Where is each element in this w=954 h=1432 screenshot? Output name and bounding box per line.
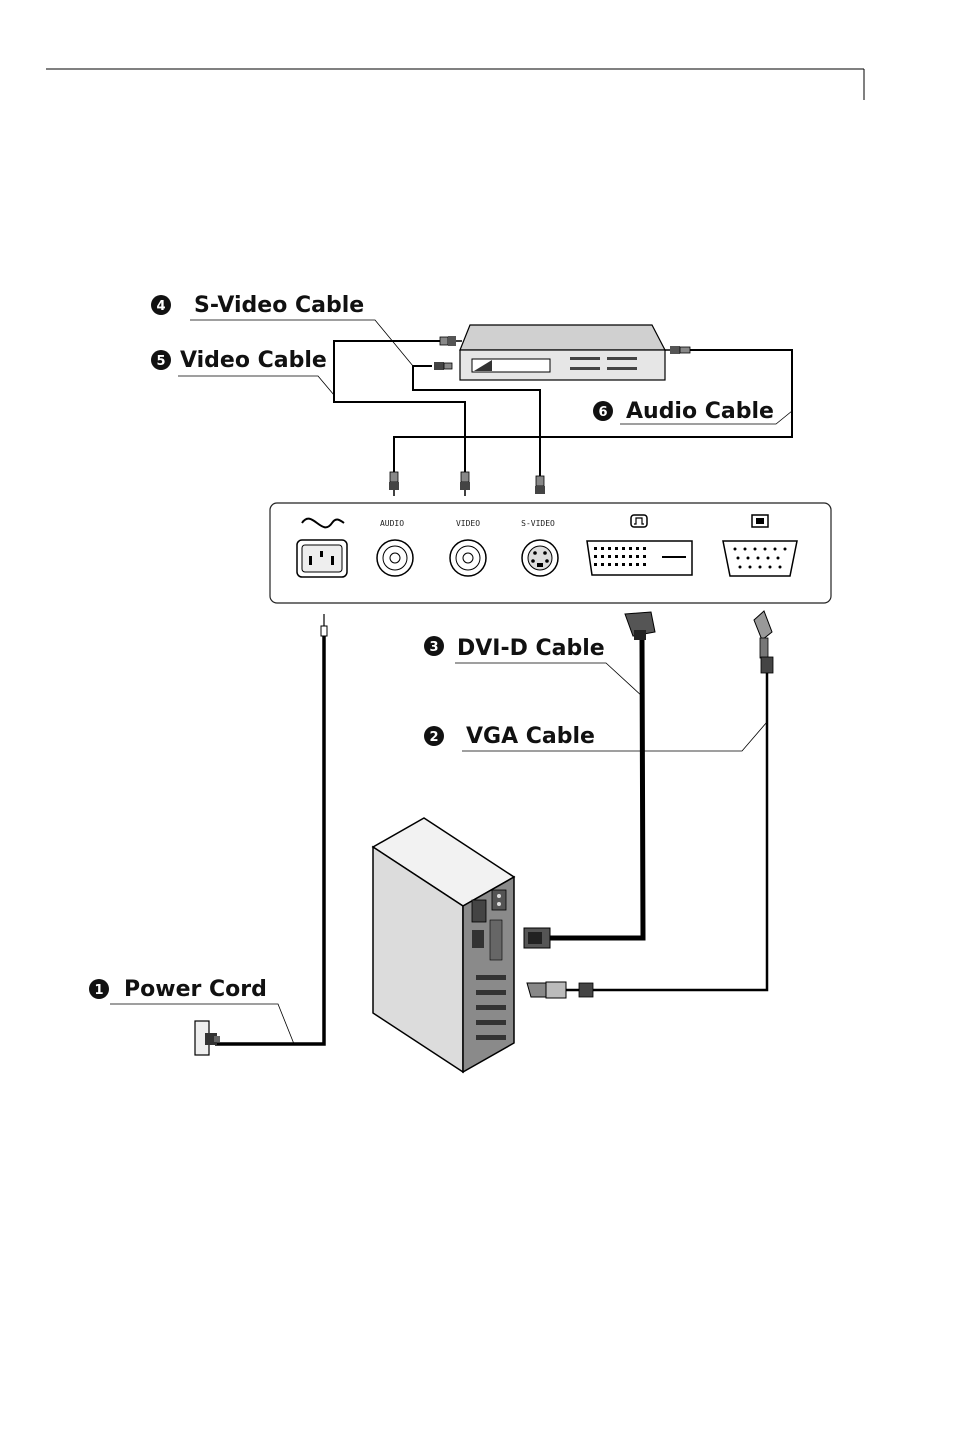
- dvi-port: [586, 514, 693, 576]
- vga-pins: [733, 547, 787, 569]
- ac-wave-icon: [301, 517, 345, 529]
- svideo-port-label: S-VIDEO: [521, 519, 555, 528]
- badge-5-number: 5: [156, 354, 165, 369]
- vga-port-icon: [751, 514, 769, 528]
- page-header-rule: [46, 68, 865, 100]
- badge-5: [151, 350, 171, 370]
- svideo-cable-label: S-Video Cable: [194, 293, 364, 318]
- vga-cable: [526, 610, 774, 999]
- badge-3-number: 3: [429, 640, 438, 655]
- video-cable-label: Video Cable: [180, 348, 327, 373]
- dvi-port-icon: [630, 514, 648, 528]
- dvi-cable-label: DVI-D Cable: [457, 636, 605, 661]
- wall-outlet: [194, 1020, 220, 1056]
- ac-power-socket: [296, 517, 348, 578]
- vga-cable-label: VGA Cable: [466, 724, 595, 749]
- audio-cable-label: Audio Cable: [626, 399, 774, 424]
- audio-cable: [389, 346, 793, 496]
- svideo-cable: [412, 362, 545, 494]
- svideo-port: S-VIDEO: [521, 519, 559, 577]
- video-cable: [333, 336, 470, 496]
- video-port-label: VIDEO: [456, 519, 480, 528]
- callout-video-cable: 5 Video Cable: [151, 348, 335, 396]
- callout-svideo-cable: 4 S-Video Cable: [151, 293, 414, 367]
- badge-1: [89, 979, 109, 999]
- badge-4-number: 4: [156, 299, 165, 314]
- badge-3: [424, 636, 444, 656]
- dvi-pins: [594, 547, 686, 566]
- vcr-device: [459, 324, 666, 381]
- callout-audio-cable: 6 Audio Cable: [593, 399, 793, 425]
- badge-2-number: 2: [429, 730, 438, 745]
- vga-port: [722, 514, 798, 577]
- callout-power-cord: 1 Power Cord: [89, 977, 295, 1045]
- vga-plug-pc: [526, 981, 567, 999]
- audio-port: AUDIO: [376, 519, 414, 577]
- badge-6: [593, 401, 613, 421]
- callout-dvi-cable: 3 DVI-D Cable: [424, 636, 644, 698]
- dvi-plug-pc: [523, 927, 551, 949]
- callout-vga-cable: 2 VGA Cable: [424, 721, 768, 752]
- pc-rear-ports: [471, 889, 507, 1040]
- badge-2: [424, 726, 444, 746]
- dvi-d-cable: [523, 611, 656, 949]
- video-port: VIDEO: [449, 519, 487, 577]
- audio-port-label: AUDIO: [380, 519, 404, 528]
- badge-1-number: 1: [94, 983, 103, 998]
- power-cord: [194, 614, 328, 1056]
- badge-6-number: 6: [598, 405, 607, 420]
- badge-4: [151, 295, 171, 315]
- pc-tower: [371, 817, 516, 1074]
- power-cord-label: Power Cord: [124, 977, 267, 1002]
